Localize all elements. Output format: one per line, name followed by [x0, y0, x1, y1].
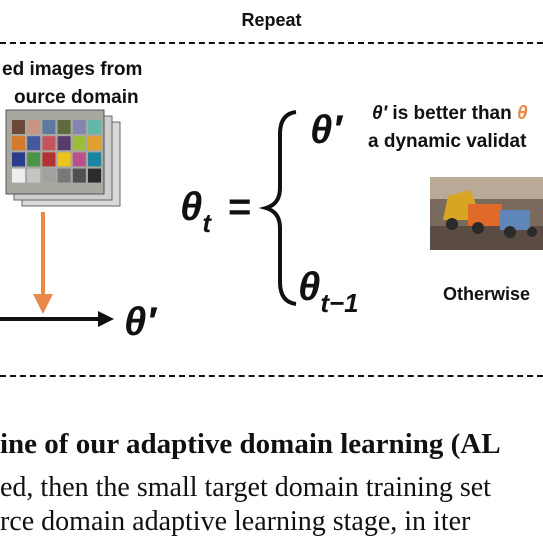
checker-swatch [57, 168, 71, 183]
case1-cond-cut: θ [517, 103, 528, 124]
toy-truck-yellow [443, 190, 476, 220]
checker-swatch [72, 120, 86, 134]
lhs-theta: θt [180, 185, 211, 238]
curly-brace [258, 110, 297, 306]
caption-title: ine of our adaptive domain learning (AL [0, 428, 501, 460]
source-label-line1: ed images from [2, 59, 143, 80]
checker-swatch [12, 168, 25, 183]
checker-swatch [57, 120, 71, 134]
toy-truck-blue [500, 210, 530, 230]
case2-condition: Otherwise [443, 284, 531, 304]
down-arrow [33, 212, 53, 314]
loop-label: Repeat [241, 10, 302, 30]
case1-cond-text: is better than [387, 103, 518, 124]
loop-top-dashed-line [0, 42, 543, 44]
toy-truck-orange [468, 204, 502, 226]
caption-line3: rce domain adaptive learning stage, in i… [0, 506, 471, 537]
checker-swatch [88, 136, 101, 151]
checker-swatch [42, 136, 56, 151]
caption-line2: ed, then the small target domain trainin… [0, 472, 491, 503]
source-domain-label: ed images from ource domain [0, 56, 142, 112]
right-arrow [0, 311, 114, 327]
checker-swatch [12, 152, 25, 167]
case1-condition: θ′ is better than θ a dynamic validat [368, 100, 528, 156]
checker-swatch [42, 120, 56, 134]
checker-swatch [88, 152, 101, 167]
case1-cond-line2: a dynamic validat [368, 131, 527, 152]
source-label-line2: ource domain [14, 87, 139, 108]
checker-swatch [72, 136, 86, 151]
checker-swatch [72, 168, 86, 183]
checker-swatch [42, 152, 56, 167]
checker-swatch [72, 152, 86, 167]
checker-swatch [57, 152, 71, 167]
checker-swatch [12, 136, 25, 151]
checker-swatch [27, 136, 41, 151]
equals-sign: = [228, 185, 252, 229]
case2-theta: θt−1 [298, 265, 359, 318]
case2-subscript: t−1 [320, 288, 359, 318]
output-theta-prime: θ′ [124, 300, 156, 344]
checker-swatch [57, 136, 71, 151]
case1-cond-var: θ′ [372, 103, 388, 124]
source-images-stack [5, 109, 121, 207]
color-checker-grid [12, 120, 101, 183]
checker-swatch [42, 168, 56, 183]
checker-swatch [88, 168, 101, 183]
checker-swatch [27, 152, 41, 167]
case1-theta-prime: θ′ [310, 108, 342, 152]
checker-swatch [88, 120, 101, 134]
loop-bottom-dashed-line [0, 375, 543, 377]
checker-swatch [27, 120, 41, 134]
checker-swatch [27, 168, 41, 183]
lhs-subscript: t [202, 208, 211, 238]
checker-swatch [12, 120, 25, 134]
truck-photo [430, 177, 543, 250]
